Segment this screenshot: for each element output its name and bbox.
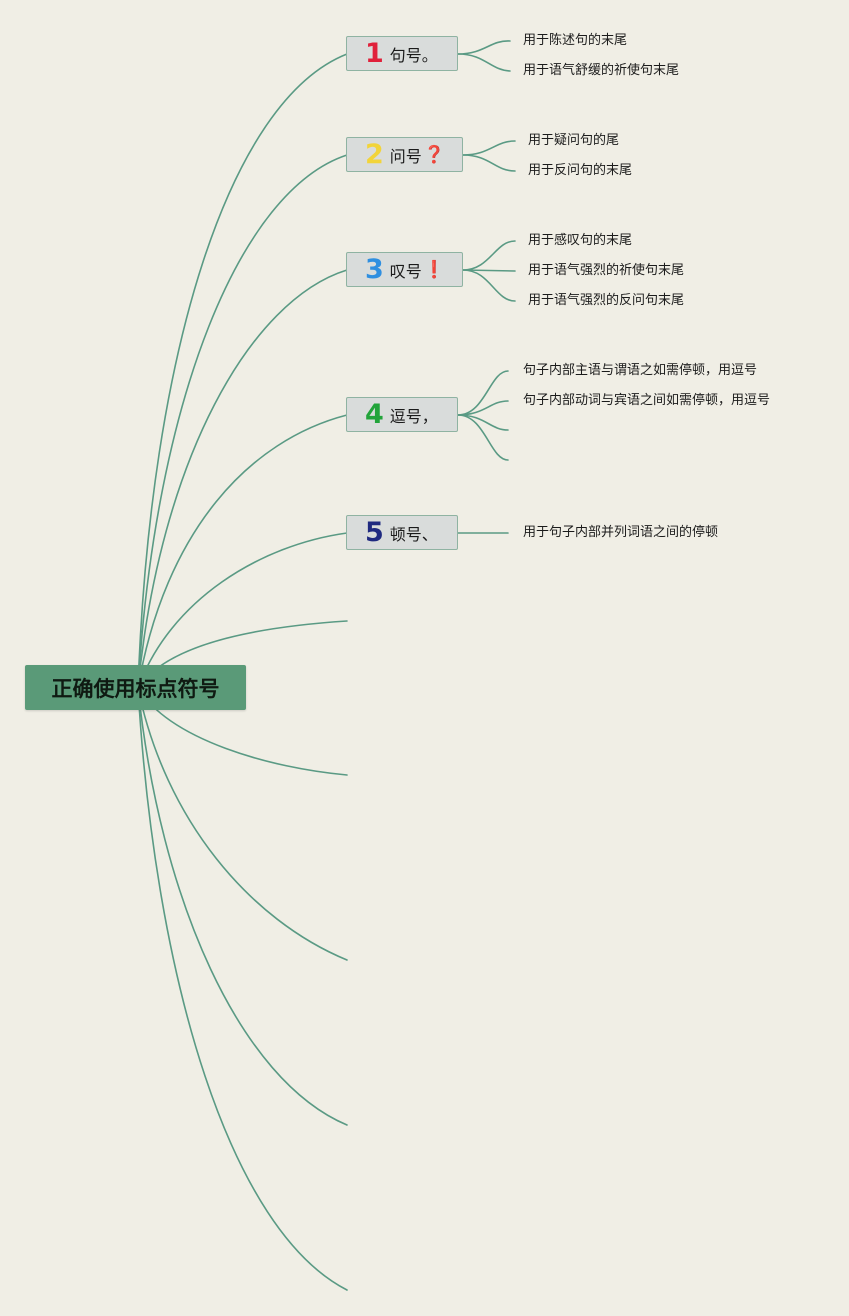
link-b4-leaf-1 [457, 370, 509, 416]
branch-label: 句号。 [389, 45, 438, 65]
branch-node-comma[interactable]: 4 逗号， [346, 397, 458, 432]
number-1-icon: 1 [365, 38, 384, 69]
link-b4-leaf-3 [457, 414, 509, 431]
root-label: 正确使用标点符号 [51, 676, 220, 701]
leaf-item: 用于陈述句的末尾 [523, 33, 628, 48]
leaf-item: 用于感叹句的末尾 [528, 233, 633, 248]
branch-label: 问号 [389, 146, 422, 166]
branch-node-question-mark[interactable]: 2 问号 ❓ [346, 137, 463, 172]
link-b4-leaf-4 [457, 414, 509, 461]
branch-label: 顿号、 [389, 524, 438, 544]
root-node[interactable]: 正确使用标点符号 [25, 665, 246, 710]
branch-label: 叹号 [389, 261, 422, 281]
leaf-item: 用于语气强烈的反问句末尾 [528, 293, 685, 308]
number-2-icon: 2 [365, 139, 384, 170]
leaf-item: 句子内部动词与宾语之间如需停顿，用逗号 [523, 393, 771, 408]
branch-node-enumeration-comma[interactable]: 5 顿号、 [346, 515, 458, 550]
branch-node-period[interactable]: 1 句号。 [346, 36, 458, 71]
leaf-item: 用于句子内部并列词语之间的停顿 [523, 525, 719, 540]
link-root-branch-2 [137, 154, 348, 689]
link-b2-leaf-1 [462, 140, 516, 156]
link-root-branch-3 [137, 269, 348, 689]
number-3-icon: 3 [365, 254, 384, 285]
link-b2-leaf-2 [462, 154, 516, 172]
exclamation-mark-icon: ❗ [423, 259, 445, 280]
link-b3-leaf-1 [462, 240, 516, 271]
link-b1-leaf-2 [457, 53, 511, 72]
link-root-empty-3 [137, 687, 348, 961]
leaf-item: 用于反问句的末尾 [528, 163, 633, 178]
branch-label: 逗号， [389, 406, 438, 426]
link-root-empty-4 [137, 687, 348, 1126]
number-5-icon: 5 [365, 517, 384, 548]
leaf-item: 用于语气强烈的祈使句末尾 [528, 263, 685, 278]
leaf-item: 句子内部主语与谓语之如需停顿，用逗号 [523, 363, 758, 378]
leaf-item: 用于疑问句的尾 [528, 133, 620, 148]
link-b1-leaf-1 [457, 40, 511, 55]
leaf-item: 用于语气舒缓的祈使句末尾 [523, 63, 680, 78]
link-b3-leaf-2 [462, 269, 516, 272]
question-mark-icon: ❓ [423, 144, 445, 165]
link-root-empty-5 [137, 687, 348, 1291]
link-root-branch-5 [137, 532, 348, 689]
link-root-branch-1 [137, 53, 348, 689]
link-root-branch-4 [137, 414, 348, 689]
number-4-icon: 4 [365, 399, 384, 430]
link-b3-leaf-3 [462, 269, 516, 302]
branch-node-exclamation-mark[interactable]: 3 叹号 ❗ [346, 252, 463, 287]
